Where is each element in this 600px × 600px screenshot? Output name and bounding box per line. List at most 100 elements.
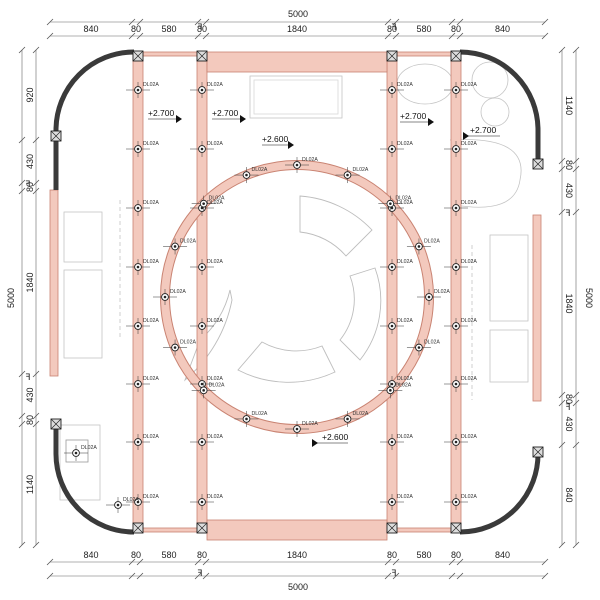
beam-right-b [450,51,462,533]
light-fixture-11: DL02A [190,259,223,275]
dimension-ticks [18,18,580,580]
column-5 [196,522,208,534]
sink [65,439,89,463]
light-fixture-35: DL02A [406,238,440,255]
light-tag: DL02A [397,376,413,382]
axis-mark-left-a: ꟻ [25,180,30,190]
level-marker-top-right-b: +2.700 [463,125,500,140]
column-6 [386,522,398,534]
level-marker-top-left-b: +2.700 [212,108,246,123]
light-fixture-33: DL02A [335,167,369,184]
light-tag: DL02A [397,318,413,324]
svg-text:+2.700: +2.700 [470,125,497,135]
light-tag: DL02A [143,318,159,324]
light-fixture-46: DL02A [191,195,225,212]
light-tag: DL02A [434,289,450,295]
axis-mark-right-a: ꟻ [565,209,570,219]
top-segment-5: 80 [387,24,397,34]
light-fixture-45: DL02A [163,238,196,255]
right-segment-2: 430 [564,183,574,198]
light-tag: DL02A [170,289,186,295]
top-segment-4: 1840 [287,24,307,34]
light-fixture-2: DL02A [126,200,159,216]
light-fixture-15: DL02A [190,494,223,510]
light-tag: DL02A [461,200,477,206]
light-fixture-37: DL02A [406,339,440,356]
right-segment-4: 80 [564,394,574,404]
light-tag: DL02A [397,494,413,500]
light-fixture-20: DL02A [380,318,413,334]
light-tag: DL02A [143,82,159,88]
bottom-segment-5: 80 [387,550,397,560]
curved-bench [449,139,522,208]
right-cabinet-a [489,234,529,322]
right-segment-0: 1140 [564,96,574,115]
light-fixture-47: DL02A [234,167,268,184]
bottom-segment-0: 840 [83,550,98,560]
beam-bottom-cross [206,519,388,541]
bottom-total-dimension: 5000 [288,582,308,592]
left-cabinet-b [63,269,103,359]
light-fixture-23: DL02A [380,494,413,510]
light-fixture-25: DL02A [444,141,477,157]
light-tag: DL02A [207,141,223,147]
beam-right-wall [532,214,542,402]
top-segment-7: 80 [451,24,461,34]
right-cabinet-b [489,329,529,383]
top-segment-8: 840 [495,24,510,34]
light-fixture-40: DL02A [285,421,318,437]
beam-top-cross [206,51,388,73]
light-tag: DL02A [207,318,223,324]
beam-top-right-lip [396,51,452,57]
light-fixture-39: DL02A [335,410,369,427]
column-3 [450,50,462,62]
light-tag: DL02A [461,376,477,382]
light-tag: DL02A [461,82,477,88]
svg-text:+2.700: +2.700 [212,108,239,118]
light-tag: DL02A [207,259,223,265]
top-segment-6: 580 [416,24,431,34]
light-tag: DL02A [302,421,318,427]
light-tag: DL02A [395,196,411,202]
top-segment-1: 80 [131,24,141,34]
light-fixture-36: DL02A [417,289,450,305]
light-tag: DL02A [395,382,411,388]
light-tag: DL02A [81,445,97,451]
beam-left-a [132,51,144,533]
beam-bottom-left-lip [142,527,198,533]
right-segment-3: 1840 [564,293,574,313]
column-7 [450,522,462,534]
column-2 [386,50,398,62]
light-tag: DL02A [251,411,267,417]
svg-text:+2.700: +2.700 [148,108,175,118]
left-segment-0: 920 [25,87,35,102]
light-fixture-29: DL02A [444,376,477,392]
top-segment-3: 80 [197,24,207,34]
bottom-segment-2: 580 [161,550,176,560]
beam-right-a [386,51,398,533]
light-fixture-34: DL02A [378,195,412,212]
light-tag: DL02A [353,167,369,173]
light-fixture-17: DL02A [380,141,413,157]
left-segment-6: 1140 [25,475,35,494]
bottom-segment-6: 580 [416,550,431,560]
axis-mark-right-b: ꟻ [565,403,570,413]
svg-text:+2.600: +2.600 [322,432,349,442]
level-markers: +2.700 +2.700 +2.700 +2.700 +2.600 +2.60… [148,108,500,447]
light-fixture-14: DL02A [190,434,223,450]
svg-text:+2.700: +2.700 [400,111,427,121]
beam-layer [49,51,542,541]
bottom-segment-1: 80 [131,550,141,560]
light-tag: DL02A [207,434,223,440]
light-tag: DL02A [424,238,440,244]
light-tag: DL02A [461,141,477,147]
light-fixture-22: DL02A [380,434,413,450]
light-tag: DL02A [209,196,225,202]
top-sofa [249,75,343,119]
left-segment-5: 80 [25,415,35,425]
light-tag: DL02A [143,141,159,147]
